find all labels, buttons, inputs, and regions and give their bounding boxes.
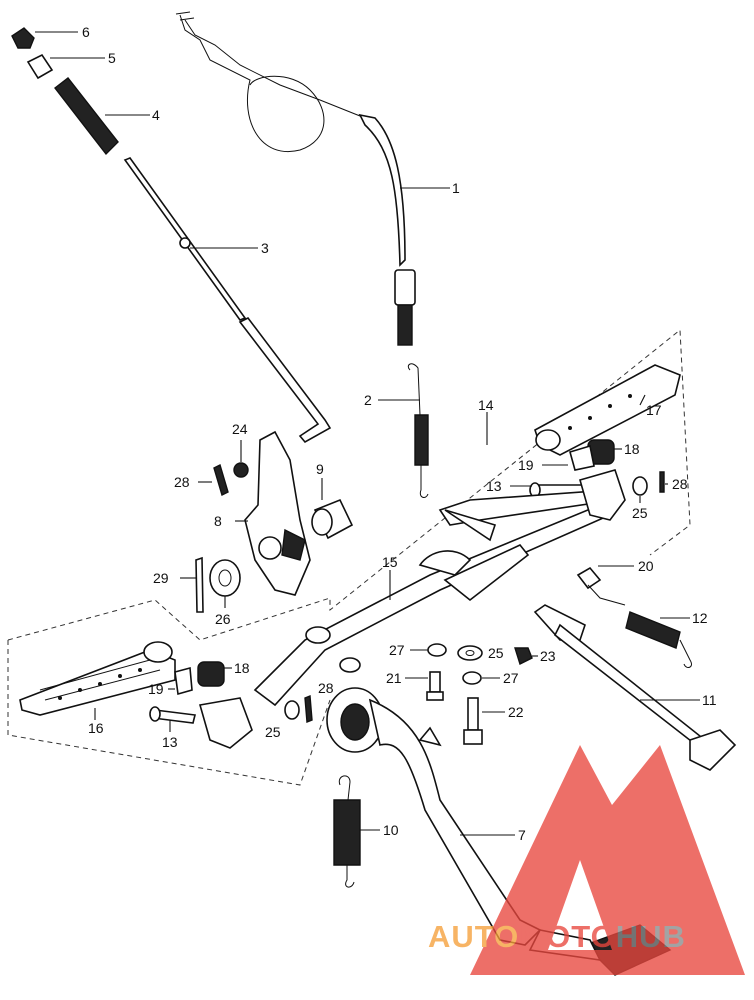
callout-labels: 1 2 3 4 5 6 7 8 9 10 11 12 13 13 14 15 1… [82, 24, 717, 843]
part-14-footrest-bar [438, 412, 617, 542]
part-5-bushing [26, 53, 105, 80]
callout-13b: 13 [162, 734, 178, 750]
callout-2: 2 [364, 392, 372, 408]
watermark-text-hub: HUB [616, 919, 686, 954]
part-28-pin-lower [304, 694, 313, 724]
part-18-rubber-lower [197, 661, 232, 687]
part-27-washer-upper [410, 643, 447, 657]
callout-22: 22 [508, 704, 524, 720]
callout-8: 8 [214, 513, 222, 529]
part-10-return-spring [333, 775, 380, 888]
part-4-spring [54, 77, 150, 156]
callout-12: 12 [692, 610, 708, 626]
callout-6: 6 [82, 24, 90, 40]
callout-13a: 13 [486, 478, 502, 494]
part-1-speedometer-cable [175, 11, 450, 346]
callout-24: 24 [232, 421, 248, 437]
part-26-washer [209, 559, 241, 608]
part-9-collar [311, 478, 354, 540]
callout-26: 26 [215, 611, 231, 627]
part-25-washer-center [457, 645, 483, 661]
callout-7: 7 [518, 827, 526, 843]
callout-16: 16 [88, 720, 104, 736]
callout-18a: 18 [624, 441, 640, 457]
callout-5: 5 [108, 50, 116, 66]
callout-11: 11 [702, 692, 717, 708]
callout-25b: 25 [488, 645, 504, 661]
callout-20: 20 [638, 558, 654, 574]
callout-25c: 25 [265, 724, 281, 740]
part-3-rod [123, 157, 332, 444]
part-20-switch [576, 565, 634, 606]
callout-19b: 19 [148, 681, 164, 697]
part-6-cap [11, 27, 78, 49]
callout-4: 4 [152, 107, 160, 123]
part-19-bracket-upper [542, 444, 595, 471]
footpeg-clamp-lower [198, 697, 253, 749]
automotohub-watermark: AUTOMOTOHUB [428, 745, 745, 975]
part-19-bracket-lower [168, 666, 193, 696]
assembly-outline-lower [7, 640, 331, 786]
part-8-pivot-bracket [235, 430, 311, 596]
callout-23: 23 [540, 648, 556, 664]
part-25-washer-right [632, 476, 648, 503]
part-11-brake-rod [533, 604, 737, 771]
part-17-right-footpeg [534, 364, 681, 456]
watermark-text-moto: MOTO [519, 919, 615, 954]
part-7-brake-pedal [326, 687, 672, 976]
part-15-main-frame [253, 504, 612, 707]
callout-28b: 28 [672, 476, 688, 492]
footpeg-clamp-upper [579, 469, 626, 521]
part-21-bolt [405, 671, 444, 701]
callout-17: 17 [646, 402, 662, 418]
part-28-pin-right [659, 471, 668, 493]
watermark-triangle-icon [470, 745, 745, 975]
callout-3: 3 [261, 240, 269, 256]
callout-9: 9 [316, 461, 324, 477]
callout-27b: 27 [503, 670, 519, 686]
part-25-washer-left [284, 700, 300, 720]
callout-18b: 18 [234, 660, 250, 676]
callout-1: 1 [452, 180, 460, 196]
callout-21: 21 [386, 670, 402, 686]
callout-29: 29 [153, 570, 169, 586]
part-29-cotter-pin [180, 556, 204, 613]
svg-text:AUTOMOTOHUB: AUTOMOTOHUB [428, 919, 686, 954]
callout-28c: 28 [318, 680, 334, 696]
assembly-outline [7, 329, 691, 641]
callout-25a: 25 [632, 505, 648, 521]
part-2-spring [378, 363, 429, 498]
part-22-bolt [463, 697, 505, 745]
part-16-left-footpeg [19, 641, 176, 720]
callout-28a: 28 [174, 474, 190, 490]
watermark-text-auto: AUTO [428, 919, 519, 954]
part-12-spring [625, 611, 692, 668]
part-27-washer-lower [462, 671, 500, 685]
part-28-pin-upper-left [198, 464, 229, 496]
part-23-nut [514, 647, 538, 665]
callout-27a: 27 [389, 642, 405, 658]
callout-19a: 19 [518, 457, 534, 473]
part-13-bolt-lower [149, 706, 196, 732]
callout-14: 14 [478, 397, 494, 413]
part-24-nut [233, 440, 249, 478]
callout-10: 10 [383, 822, 399, 838]
callout-15: 15 [382, 554, 398, 570]
